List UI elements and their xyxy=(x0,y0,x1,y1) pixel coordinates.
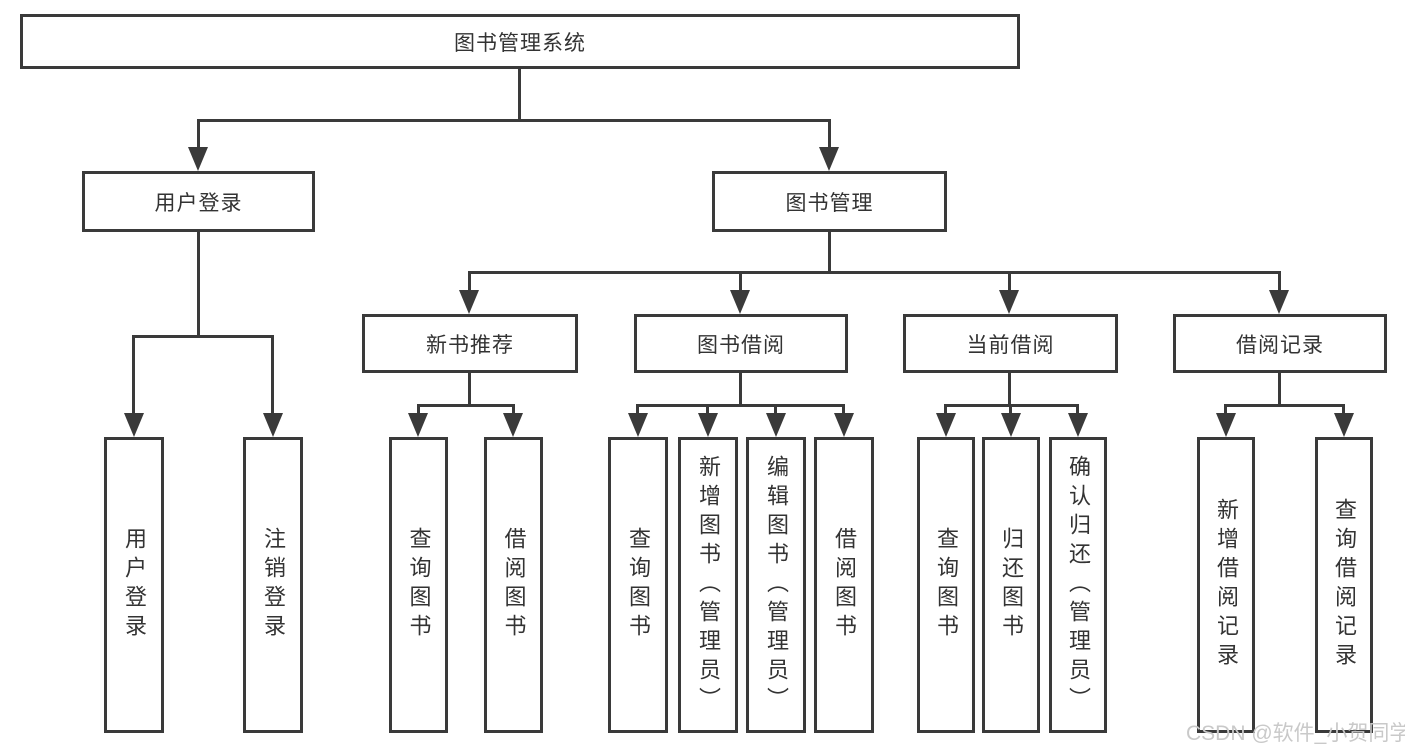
node-user-login: 用户登录 xyxy=(82,171,315,232)
arrow-down-icon xyxy=(834,413,854,437)
leaf-query-books-current-label: 查询图书 xyxy=(934,527,959,643)
connector-line xyxy=(132,335,274,338)
connector-line xyxy=(132,335,135,415)
arrow-down-icon xyxy=(188,147,208,171)
leaf-logout-label: 注销登录 xyxy=(261,527,286,643)
arrow-down-icon xyxy=(698,413,718,437)
arrow-down-icon xyxy=(124,413,144,437)
node-borrow-records-label: 借阅记录 xyxy=(1236,333,1324,357)
node-root-label: 图书管理系统 xyxy=(454,31,586,55)
arrow-down-icon xyxy=(628,413,648,437)
leaf-add-book-admin: 新增图书（管理员） xyxy=(678,437,738,733)
leaf-query-books-recommend-label: 查询图书 xyxy=(406,527,432,643)
connector-line xyxy=(197,119,200,152)
node-book-management: 图书管理 xyxy=(712,171,947,232)
connector-line xyxy=(417,404,515,407)
leaf-confirm-return-admin-label: 确认归还（管理员） xyxy=(1066,454,1091,716)
connector-line xyxy=(1009,404,1012,416)
node-borrow-records: 借阅记录 xyxy=(1173,314,1387,373)
leaf-edit-book-admin-label: 编辑图书（管理员） xyxy=(764,454,789,716)
connector-line xyxy=(468,373,471,405)
connector-line xyxy=(828,232,831,272)
node-book-borrow: 图书借阅 xyxy=(634,314,848,373)
arrow-down-icon xyxy=(1068,413,1088,437)
leaf-borrow-books-recommend-label: 借阅图书 xyxy=(501,527,527,643)
connector-line xyxy=(197,119,831,122)
arrow-down-icon xyxy=(1216,413,1236,437)
leaf-return-books-label: 归还图书 xyxy=(999,527,1024,643)
connector-line xyxy=(512,404,515,416)
node-book-borrow-label: 图书借阅 xyxy=(697,333,785,357)
leaf-borrow-books-label: 借阅图书 xyxy=(832,527,857,643)
leaf-add-borrow-record-label: 新增借阅记录 xyxy=(1214,498,1239,672)
arrow-down-icon xyxy=(408,413,428,437)
connector-line xyxy=(1008,373,1011,405)
connector-line xyxy=(739,373,742,405)
arrow-down-icon xyxy=(819,147,839,171)
connector-line xyxy=(1342,404,1345,416)
node-root: 图书管理系统 xyxy=(20,14,1020,69)
node-new-book-recommend-label: 新书推荐 xyxy=(426,333,514,357)
node-book-management-label: 图书管理 xyxy=(785,191,874,215)
leaf-query-books-borrow: 查询图书 xyxy=(608,437,668,733)
connector-line xyxy=(518,69,521,121)
connector-line xyxy=(1224,404,1345,407)
arrow-down-icon xyxy=(730,290,750,314)
leaf-add-borrow-record: 新增借阅记录 xyxy=(1197,437,1255,733)
leaf-user-login: 用户登录 xyxy=(104,437,164,733)
connector-line xyxy=(1278,271,1281,293)
leaf-logout: 注销登录 xyxy=(243,437,303,733)
arrow-down-icon xyxy=(766,413,786,437)
connector-line xyxy=(636,404,845,407)
leaf-borrow-books: 借阅图书 xyxy=(814,437,874,733)
node-user-login-label: 用户登录 xyxy=(154,191,243,215)
arrow-down-icon xyxy=(459,290,479,314)
connector-line xyxy=(774,404,777,416)
leaf-query-borrow-record-label: 查询借阅记录 xyxy=(1332,498,1357,672)
connector-line xyxy=(842,404,845,416)
leaf-edit-book-admin: 编辑图书（管理员） xyxy=(746,437,806,733)
connector-line xyxy=(944,404,947,416)
connector-line xyxy=(1008,271,1011,293)
arrow-down-icon xyxy=(263,413,283,437)
connector-line xyxy=(271,335,274,415)
leaf-query-books-borrow-label: 查询图书 xyxy=(626,527,651,643)
connector-line xyxy=(468,271,1281,274)
connector-line xyxy=(706,404,709,416)
connector-line xyxy=(1224,404,1227,416)
arrow-down-icon xyxy=(1001,413,1021,437)
connector-line xyxy=(1278,373,1281,405)
arrow-down-icon xyxy=(1269,290,1289,314)
connector-line xyxy=(468,271,471,293)
leaf-query-books-current: 查询图书 xyxy=(917,437,975,733)
arrow-down-icon xyxy=(999,290,1019,314)
leaf-query-borrow-record: 查询借阅记录 xyxy=(1315,437,1373,733)
connector-line xyxy=(636,404,639,416)
arrow-down-icon xyxy=(503,413,523,437)
leaf-add-book-admin-label: 新增图书（管理员） xyxy=(696,454,721,716)
node-current-borrow-label: 当前借阅 xyxy=(966,333,1055,357)
arrow-down-icon xyxy=(936,413,956,437)
connector-line xyxy=(197,232,200,336)
leaf-borrow-books-recommend: 借阅图书 xyxy=(484,437,543,733)
node-new-book-recommend: 新书推荐 xyxy=(362,314,578,373)
connector-line xyxy=(1076,404,1079,416)
connector-line xyxy=(739,271,742,293)
connector-line xyxy=(417,404,420,416)
connector-line xyxy=(828,119,831,152)
node-current-borrow: 当前借阅 xyxy=(903,314,1118,373)
leaf-query-books-recommend: 查询图书 xyxy=(389,437,448,733)
leaf-user-login-label: 用户登录 xyxy=(122,527,147,643)
leaf-confirm-return-admin: 确认归还（管理员） xyxy=(1049,437,1107,733)
csdn-watermark: CSDN @软件_小贺同学 xyxy=(1186,722,1405,745)
leaf-return-books: 归还图书 xyxy=(982,437,1040,733)
arrow-down-icon xyxy=(1334,413,1354,437)
